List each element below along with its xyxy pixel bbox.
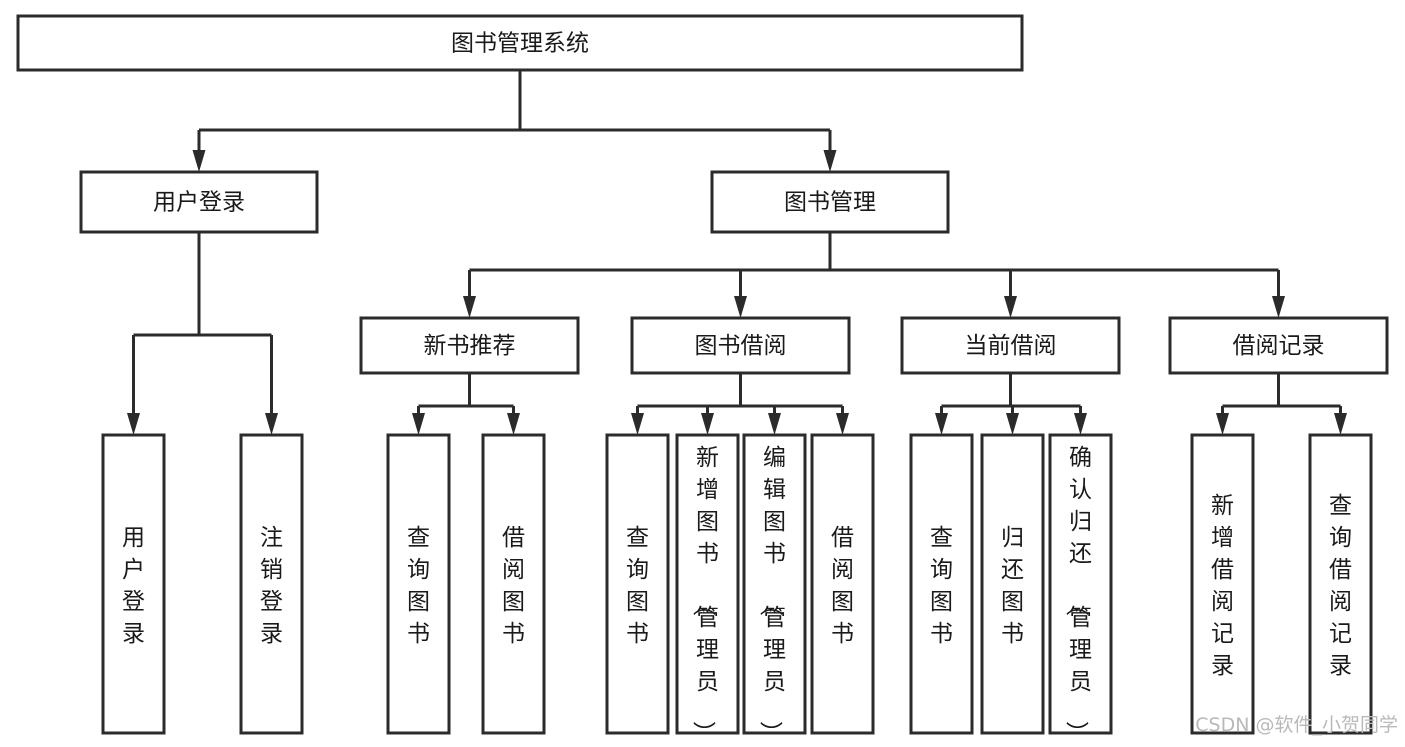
arrow-head-icon	[631, 413, 644, 435]
csdn-watermark: CSDN @软件_小贺同学	[1195, 714, 1398, 736]
connector-layer	[127, 70, 1347, 435]
node-records[interactable]: 借阅记录	[1168, 316, 1389, 375]
connector-group-newbook	[412, 373, 520, 435]
node-label: 新增图书（管理员）	[690, 445, 719, 744]
arrow-head-icon	[507, 413, 520, 435]
node-leaf-borrow-2[interactable]: 新增图书（管理员）	[675, 433, 740, 744]
arrow-head-icon	[192, 150, 206, 172]
node-bookmgmt[interactable]: 图书管理	[710, 170, 950, 234]
connector-group-login	[127, 232, 278, 435]
node-layer: 图书管理系统用户登录图书管理新书推荐图书借阅当前借阅借阅记录用户登录注销登录查询…	[16, 14, 1389, 744]
node-box[interactable]	[79, 170, 319, 234]
node-label: 图书管理系统	[451, 31, 589, 57]
arrow-head-icon	[823, 150, 837, 172]
connector-group-borrow	[631, 373, 849, 435]
node-label: 新增借阅记录	[1211, 493, 1234, 679]
node-leaf-cur-2[interactable]: 归还图书	[980, 433, 1045, 735]
node-box[interactable]	[909, 433, 974, 735]
node-label: 查询借阅记录	[1329, 493, 1352, 679]
node-box[interactable]	[101, 433, 166, 735]
node-label: 图书借阅	[695, 333, 787, 359]
node-box[interactable]	[810, 433, 875, 735]
arrow-head-icon	[701, 413, 714, 435]
connector-group-current	[935, 373, 1087, 435]
node-leaf-login-2[interactable]: 注销登录	[239, 433, 304, 735]
node-current[interactable]: 当前借阅	[900, 316, 1121, 375]
arrow-head-icon	[1004, 296, 1017, 318]
node-leaf-borrow-3[interactable]: 编辑图书（管理员）	[742, 433, 807, 744]
node-leaf-rec-2[interactable]: 查询借阅记录	[1308, 433, 1373, 735]
node-label: 用户登录	[122, 525, 145, 647]
node-label: 借阅图书	[831, 525, 854, 647]
node-label: 归还图书	[1001, 525, 1024, 647]
node-box[interactable]	[900, 316, 1121, 375]
node-box[interactable]	[710, 170, 950, 234]
node-leaf-new-2[interactable]: 借阅图书	[481, 433, 546, 735]
node-box[interactable]	[386, 433, 451, 735]
node-login[interactable]: 用户登录	[79, 170, 319, 234]
arrow-head-icon	[1216, 413, 1229, 435]
arrow-head-icon	[1334, 413, 1347, 435]
node-box[interactable]	[1048, 433, 1113, 735]
arrow-head-icon	[1074, 413, 1087, 435]
node-label: 图书管理	[784, 190, 876, 216]
node-label: 用户登录	[153, 190, 245, 216]
connector-group-bookmgmt	[463, 232, 1285, 318]
node-box[interactable]	[1190, 433, 1255, 735]
node-label: 编辑图书（管理员）	[757, 445, 786, 744]
arrow-head-icon	[463, 296, 476, 318]
arrow-head-icon	[836, 413, 849, 435]
node-box[interactable]	[1308, 433, 1373, 735]
node-label: 借阅图书	[502, 525, 525, 647]
node-box[interactable]	[980, 433, 1045, 735]
arrow-head-icon	[265, 413, 278, 435]
node-box[interactable]	[630, 316, 851, 375]
arrow-head-icon	[768, 413, 781, 435]
node-leaf-borrow-4[interactable]: 借阅图书	[810, 433, 875, 735]
node-box[interactable]	[359, 316, 580, 375]
arrow-head-icon	[1272, 296, 1285, 318]
node-box[interactable]	[16, 14, 1024, 72]
node-label: 新书推荐	[424, 333, 516, 359]
node-label: 查询图书	[626, 525, 649, 647]
node-borrow[interactable]: 图书借阅	[630, 316, 851, 375]
connector-group-root	[192, 70, 837, 172]
connector-group-records	[1216, 373, 1347, 435]
arrow-head-icon	[412, 413, 425, 435]
node-box[interactable]	[481, 433, 546, 735]
node-label: 注销登录	[260, 525, 283, 647]
arrow-head-icon	[127, 413, 140, 435]
node-newbook[interactable]: 新书推荐	[359, 316, 580, 375]
node-root[interactable]: 图书管理系统	[16, 14, 1024, 72]
arrow-head-icon	[935, 413, 948, 435]
node-box[interactable]	[675, 433, 740, 735]
node-leaf-new-1[interactable]: 查询图书	[386, 433, 451, 735]
node-leaf-borrow-1[interactable]: 查询图书	[605, 433, 670, 735]
node-box[interactable]	[605, 433, 670, 735]
node-leaf-rec-1[interactable]: 新增借阅记录	[1190, 433, 1255, 735]
node-label: 查询图书	[407, 525, 430, 647]
node-label: 当前借阅	[965, 333, 1057, 359]
node-leaf-cur-3[interactable]: 确认归还（管理员）	[1048, 433, 1113, 744]
node-box[interactable]	[239, 433, 304, 735]
node-box[interactable]	[742, 433, 807, 735]
node-label: 确认归还（管理员）	[1063, 445, 1092, 744]
arrow-head-icon	[734, 296, 747, 318]
node-leaf-login-1[interactable]: 用户登录	[101, 433, 166, 735]
node-box[interactable]	[1168, 316, 1389, 375]
arrow-head-icon	[1006, 413, 1019, 435]
node-label: 借阅记录	[1233, 333, 1325, 359]
node-label: 查询图书	[930, 525, 953, 647]
node-leaf-cur-1[interactable]: 查询图书	[909, 433, 974, 735]
